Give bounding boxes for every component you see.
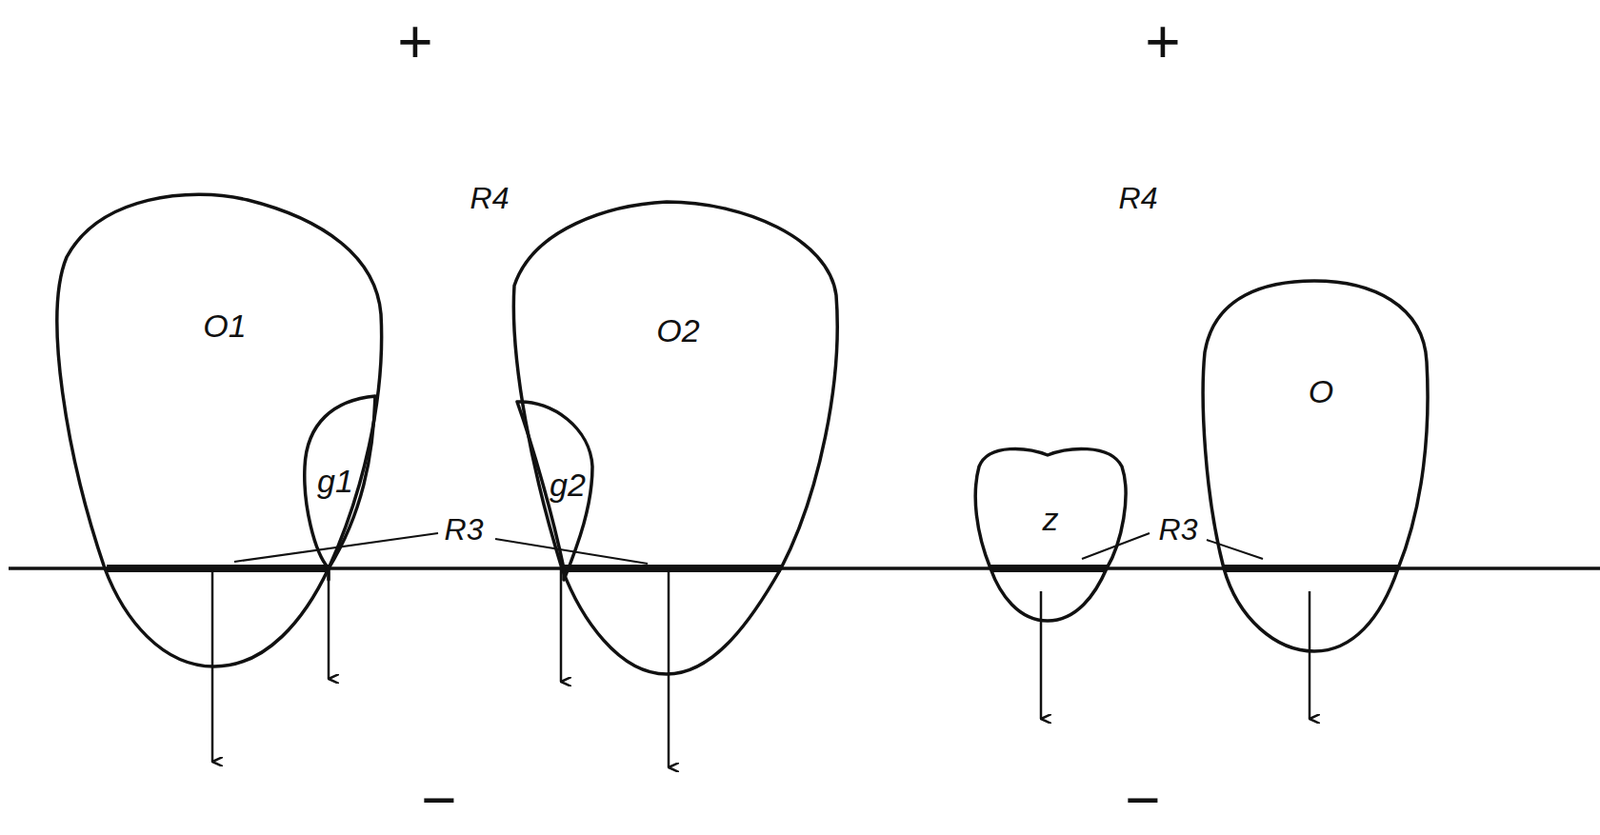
shape-outline <box>1199 279 1430 654</box>
outline-path <box>975 448 1126 621</box>
outline-path <box>57 194 382 667</box>
inclusion-outline: g2 <box>515 399 595 582</box>
node-label: z <box>1042 501 1060 538</box>
cell-outline: O <box>1199 279 1430 654</box>
outline-path <box>304 396 376 580</box>
region-label: R4 <box>470 181 510 216</box>
region-label: R4 <box>1119 181 1159 216</box>
polarity-sign: + <box>397 8 433 76</box>
node-label: g1 <box>317 463 354 500</box>
cell-outline: O1 g1 <box>53 186 383 669</box>
inclusion-outline: g1 <box>300 394 378 582</box>
cell-outline: O2 g2 <box>510 199 840 677</box>
thick-segments <box>106 564 1399 573</box>
cell-outline: z <box>971 442 1129 623</box>
outline-path <box>1202 280 1428 652</box>
shape-outline <box>510 199 840 677</box>
node-label: g2 <box>549 467 586 503</box>
leader-lines <box>234 533 1263 564</box>
region-label: R3 <box>444 513 484 547</box>
outline-path <box>517 401 593 580</box>
shape-outline <box>53 186 383 669</box>
node-label: O1 <box>202 308 246 344</box>
polarity-sign: + <box>1144 8 1180 76</box>
outline-path <box>513 201 838 675</box>
boundary-line <box>8 566 1600 571</box>
polarity-sign: − <box>1124 766 1160 834</box>
polarity-sign: − <box>420 766 457 834</box>
region-label: R3 <box>1159 513 1199 547</box>
node-label: O2 <box>656 313 700 349</box>
node-label: O <box>1308 374 1334 410</box>
